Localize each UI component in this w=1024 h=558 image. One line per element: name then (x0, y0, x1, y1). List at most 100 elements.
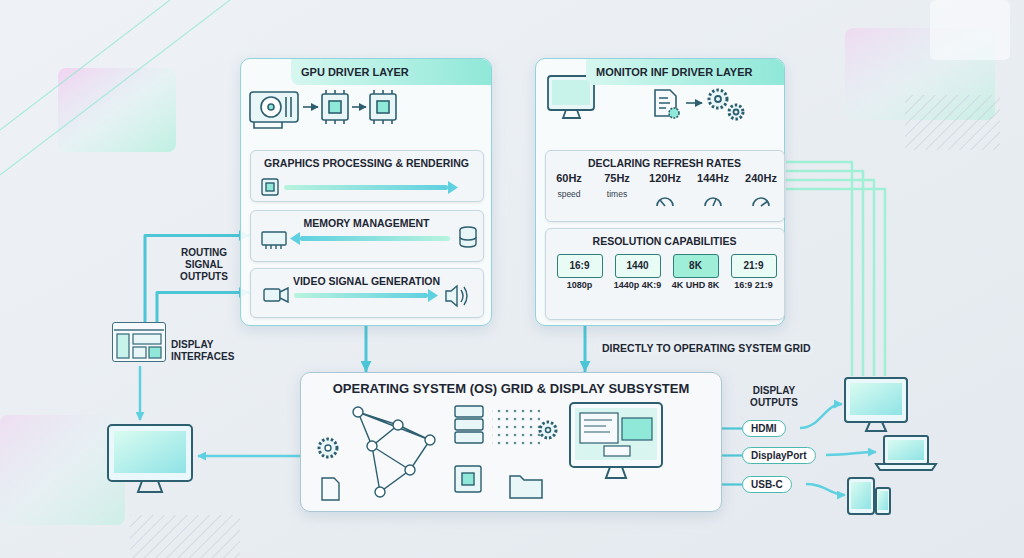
refresh-rate: 75Hz (594, 172, 640, 185)
hatch-area (130, 95, 1000, 558)
chip-icon-part (377, 101, 389, 113)
server-icon-part (455, 419, 483, 430)
node-heading: 16:9 (558, 255, 602, 276)
refresh-rate: 120Hz (642, 172, 688, 185)
mobile-device (848, 478, 890, 514)
server-icon (455, 406, 483, 492)
function-box: VIDEO SIGNAL GENERATION (250, 268, 484, 318)
signal-flow-bar-part (448, 181, 458, 194)
server-icon-part (455, 466, 481, 492)
signal-flow-bar-part (294, 293, 428, 298)
network-graph-part (353, 407, 363, 417)
network-graph-part (367, 441, 377, 451)
laptop-device-part (888, 440, 924, 460)
speed-gauge-part (705, 198, 721, 206)
os-gear-folder-part (510, 476, 542, 498)
desktop-screen-part (575, 408, 657, 460)
os-gear-folder-part (546, 428, 551, 433)
desktop-screen-part (622, 418, 652, 440)
node-heading: DisplayPort (751, 450, 807, 461)
resolution-tile: 14401440p 4K:9 (615, 254, 661, 278)
speed-gauge-part (657, 198, 673, 206)
node-caption: 1440p 4K:9 (610, 280, 666, 290)
os-subsystem-box: OPERATING SYSTEM (OS) GRID & DISPLAY SUB… (300, 372, 722, 512)
mobile-device-part (848, 478, 874, 514)
mobile-device-part (876, 488, 890, 514)
node-heading: RESOLUTION CAPABILITIES (546, 229, 784, 247)
node-caption: 1080p (552, 280, 608, 290)
network-graph-part (393, 420, 403, 430)
connector-arrow (145, 236, 250, 323)
connector-arrow (365, 326, 368, 372)
interface-window-part (114, 329, 164, 330)
render-icon-part (262, 179, 278, 195)
capability-box: RESOLUTION CAPABILITIES16:91080p14401440… (545, 228, 785, 320)
gear-icon-part (729, 105, 743, 119)
gear-icon (709, 90, 743, 119)
interface-window-part (117, 334, 129, 358)
hatch-area-part (905, 95, 1000, 150)
render-icon-part (460, 230, 476, 247)
node-heading: GRAPHICS PROCESSING & RENDERING (251, 151, 483, 169)
signal-label: ROUTING SIGNAL OUTPUTS (168, 247, 240, 283)
signal-flow-bar-part (290, 232, 300, 245)
desktop-screen-part (604, 446, 630, 456)
desktop-screen-part (580, 413, 618, 443)
laptop-device-part (884, 436, 928, 464)
laptop-device-part (876, 464, 936, 470)
server-icon-part (455, 432, 483, 443)
chip-icon-part (322, 94, 348, 120)
render-icon-part (266, 245, 281, 249)
signal-flow-bar-part (284, 185, 448, 190)
rate-caption: speed (546, 189, 592, 199)
gpu-card-icon-part (254, 122, 282, 128)
node-heading: MONITOR INF DRIVER LAYER (586, 59, 784, 85)
port-pill: USB-C (742, 476, 792, 493)
connector-arrow (722, 454, 742, 456)
gpu-card-icon-part (250, 92, 298, 122)
output-arrow-part (826, 452, 876, 455)
gpu-card-icon-part (261, 97, 281, 117)
node-heading: VIDEO SIGNAL GENERATION (251, 269, 483, 287)
glass-tile (0, 0, 1010, 525)
speed-gauge-part (713, 199, 716, 206)
decor-line (0, 0, 230, 175)
gpu-card-icon-part (286, 97, 291, 117)
gpu-card-icon-part (268, 104, 274, 110)
render-icon-part (264, 289, 280, 301)
monitor-icon-part (563, 110, 580, 118)
render-icon-part (460, 237, 476, 240)
gear-icon-part (709, 90, 727, 108)
network-graph-part (325, 445, 331, 451)
laptop-device (876, 436, 936, 470)
render-icon-part (266, 183, 274, 191)
mobile-device-part (878, 491, 888, 510)
network-graph-part (322, 478, 339, 500)
edge-label: DIRECTLY TO OPERATING SYSTEM GRID (599, 341, 813, 355)
os-gear-folder-part (540, 422, 556, 438)
glass-tile-part (0, 415, 125, 525)
dot-grid (492, 406, 540, 446)
node-heading: 8K (674, 255, 718, 276)
glass-tile-part (58, 68, 176, 152)
inf-file-icon-part (669, 108, 679, 118)
node-heading: DECLARING REFRESH RATES (546, 151, 784, 169)
refresh-rate: 240Hz (738, 172, 784, 185)
flow-arrow-part (686, 102, 702, 104)
rate-caption: times (594, 189, 640, 199)
gear-icon-part (715, 96, 721, 102)
flow-arrow (303, 103, 702, 107)
chip-icon-part (370, 94, 396, 120)
mobile-device-part (851, 482, 871, 509)
node-heading: DISPLAY INTERFACES (171, 339, 251, 363)
signal-flow-bar-part (428, 289, 438, 302)
inf-file-icon-part (659, 98, 670, 108)
network-graph-part (425, 435, 435, 445)
connector-arrow (722, 427, 742, 429)
monitor-icon-part (548, 76, 594, 110)
resolution-tile: 16:91080p (557, 254, 603, 278)
speed-gauge-part (761, 201, 768, 206)
